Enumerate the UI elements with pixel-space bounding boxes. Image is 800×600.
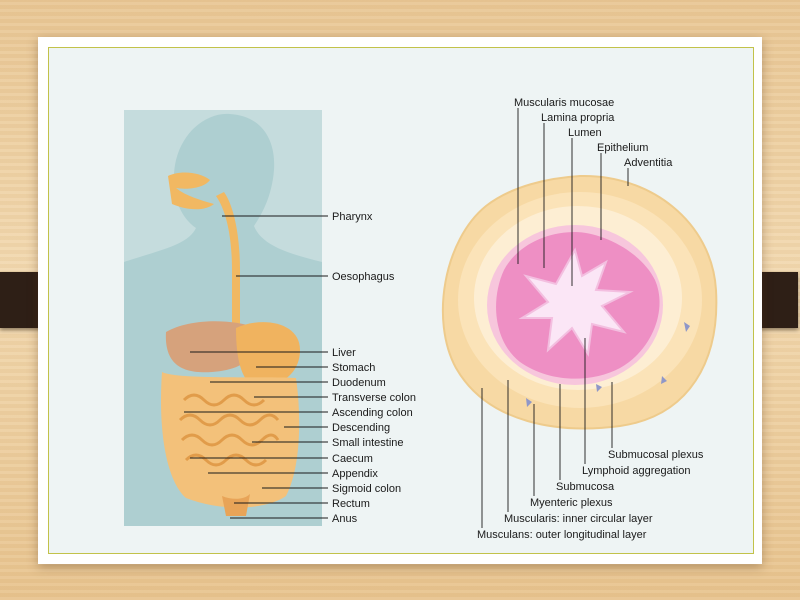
label-epithelium: Epithelium: [597, 142, 648, 154]
label-caecum: Caecum: [332, 453, 373, 465]
label-stomach: Stomach: [332, 362, 375, 374]
label-descending: Descending: [332, 422, 390, 434]
label-adventitia: Adventitia: [624, 157, 673, 169]
label-appendix: Appendix: [332, 468, 378, 480]
label-oesophagus: Oesophagus: [332, 271, 395, 283]
label-anus: Anus: [332, 513, 358, 525]
body-figure: [124, 110, 322, 526]
label-muscularis-inner: Muscularis: inner circular layer: [504, 513, 653, 525]
label-myenteric-plexus: Myenteric plexus: [530, 497, 613, 509]
label-lamina-propria: Lamina propria: [541, 112, 615, 124]
label-submucosa: Submucosa: [556, 481, 615, 493]
oesophagus-tube: [216, 192, 240, 330]
label-sigmoid-colon: Sigmoid colon: [332, 483, 401, 495]
label-liver: Liver: [332, 347, 356, 359]
intestines-shape: [161, 372, 300, 508]
label-ascending-colon: Ascending colon: [332, 407, 413, 419]
lumen-shape: [518, 247, 634, 357]
label-lumen: Lumen: [568, 127, 602, 139]
label-rectum: Rectum: [332, 498, 370, 510]
label-lymphoid-aggregation: Lymphoid aggregation: [582, 465, 690, 477]
rectum-shape: [222, 494, 250, 516]
mouth-cavity: [168, 172, 214, 210]
section-labels: Muscularis mucosae Lamina propria Lumen …: [477, 97, 704, 541]
body-leader-lines: [184, 215, 328, 519]
label-small-intestine: Small intestine: [332, 437, 404, 449]
label-muscularis-outer: Musculans: outer longitudinal layer: [477, 529, 647, 541]
label-duodenum: Duodenum: [332, 377, 386, 389]
label-muscularis-mucosae: Muscularis mucosae: [514, 97, 614, 109]
label-submucosal-plexus: Submucosal plexus: [608, 449, 704, 461]
cross-section: [441, 174, 718, 430]
section-leader-lines: [481, 108, 629, 528]
stomach-shape: [236, 322, 300, 387]
label-transverse-colon: Transverse colon: [332, 392, 416, 404]
body-labels: Pharynx Oesophagus Liver Stomach Duodenu…: [332, 211, 416, 525]
small-intestine-coils: [178, 393, 280, 467]
label-pharynx: Pharynx: [332, 211, 373, 223]
